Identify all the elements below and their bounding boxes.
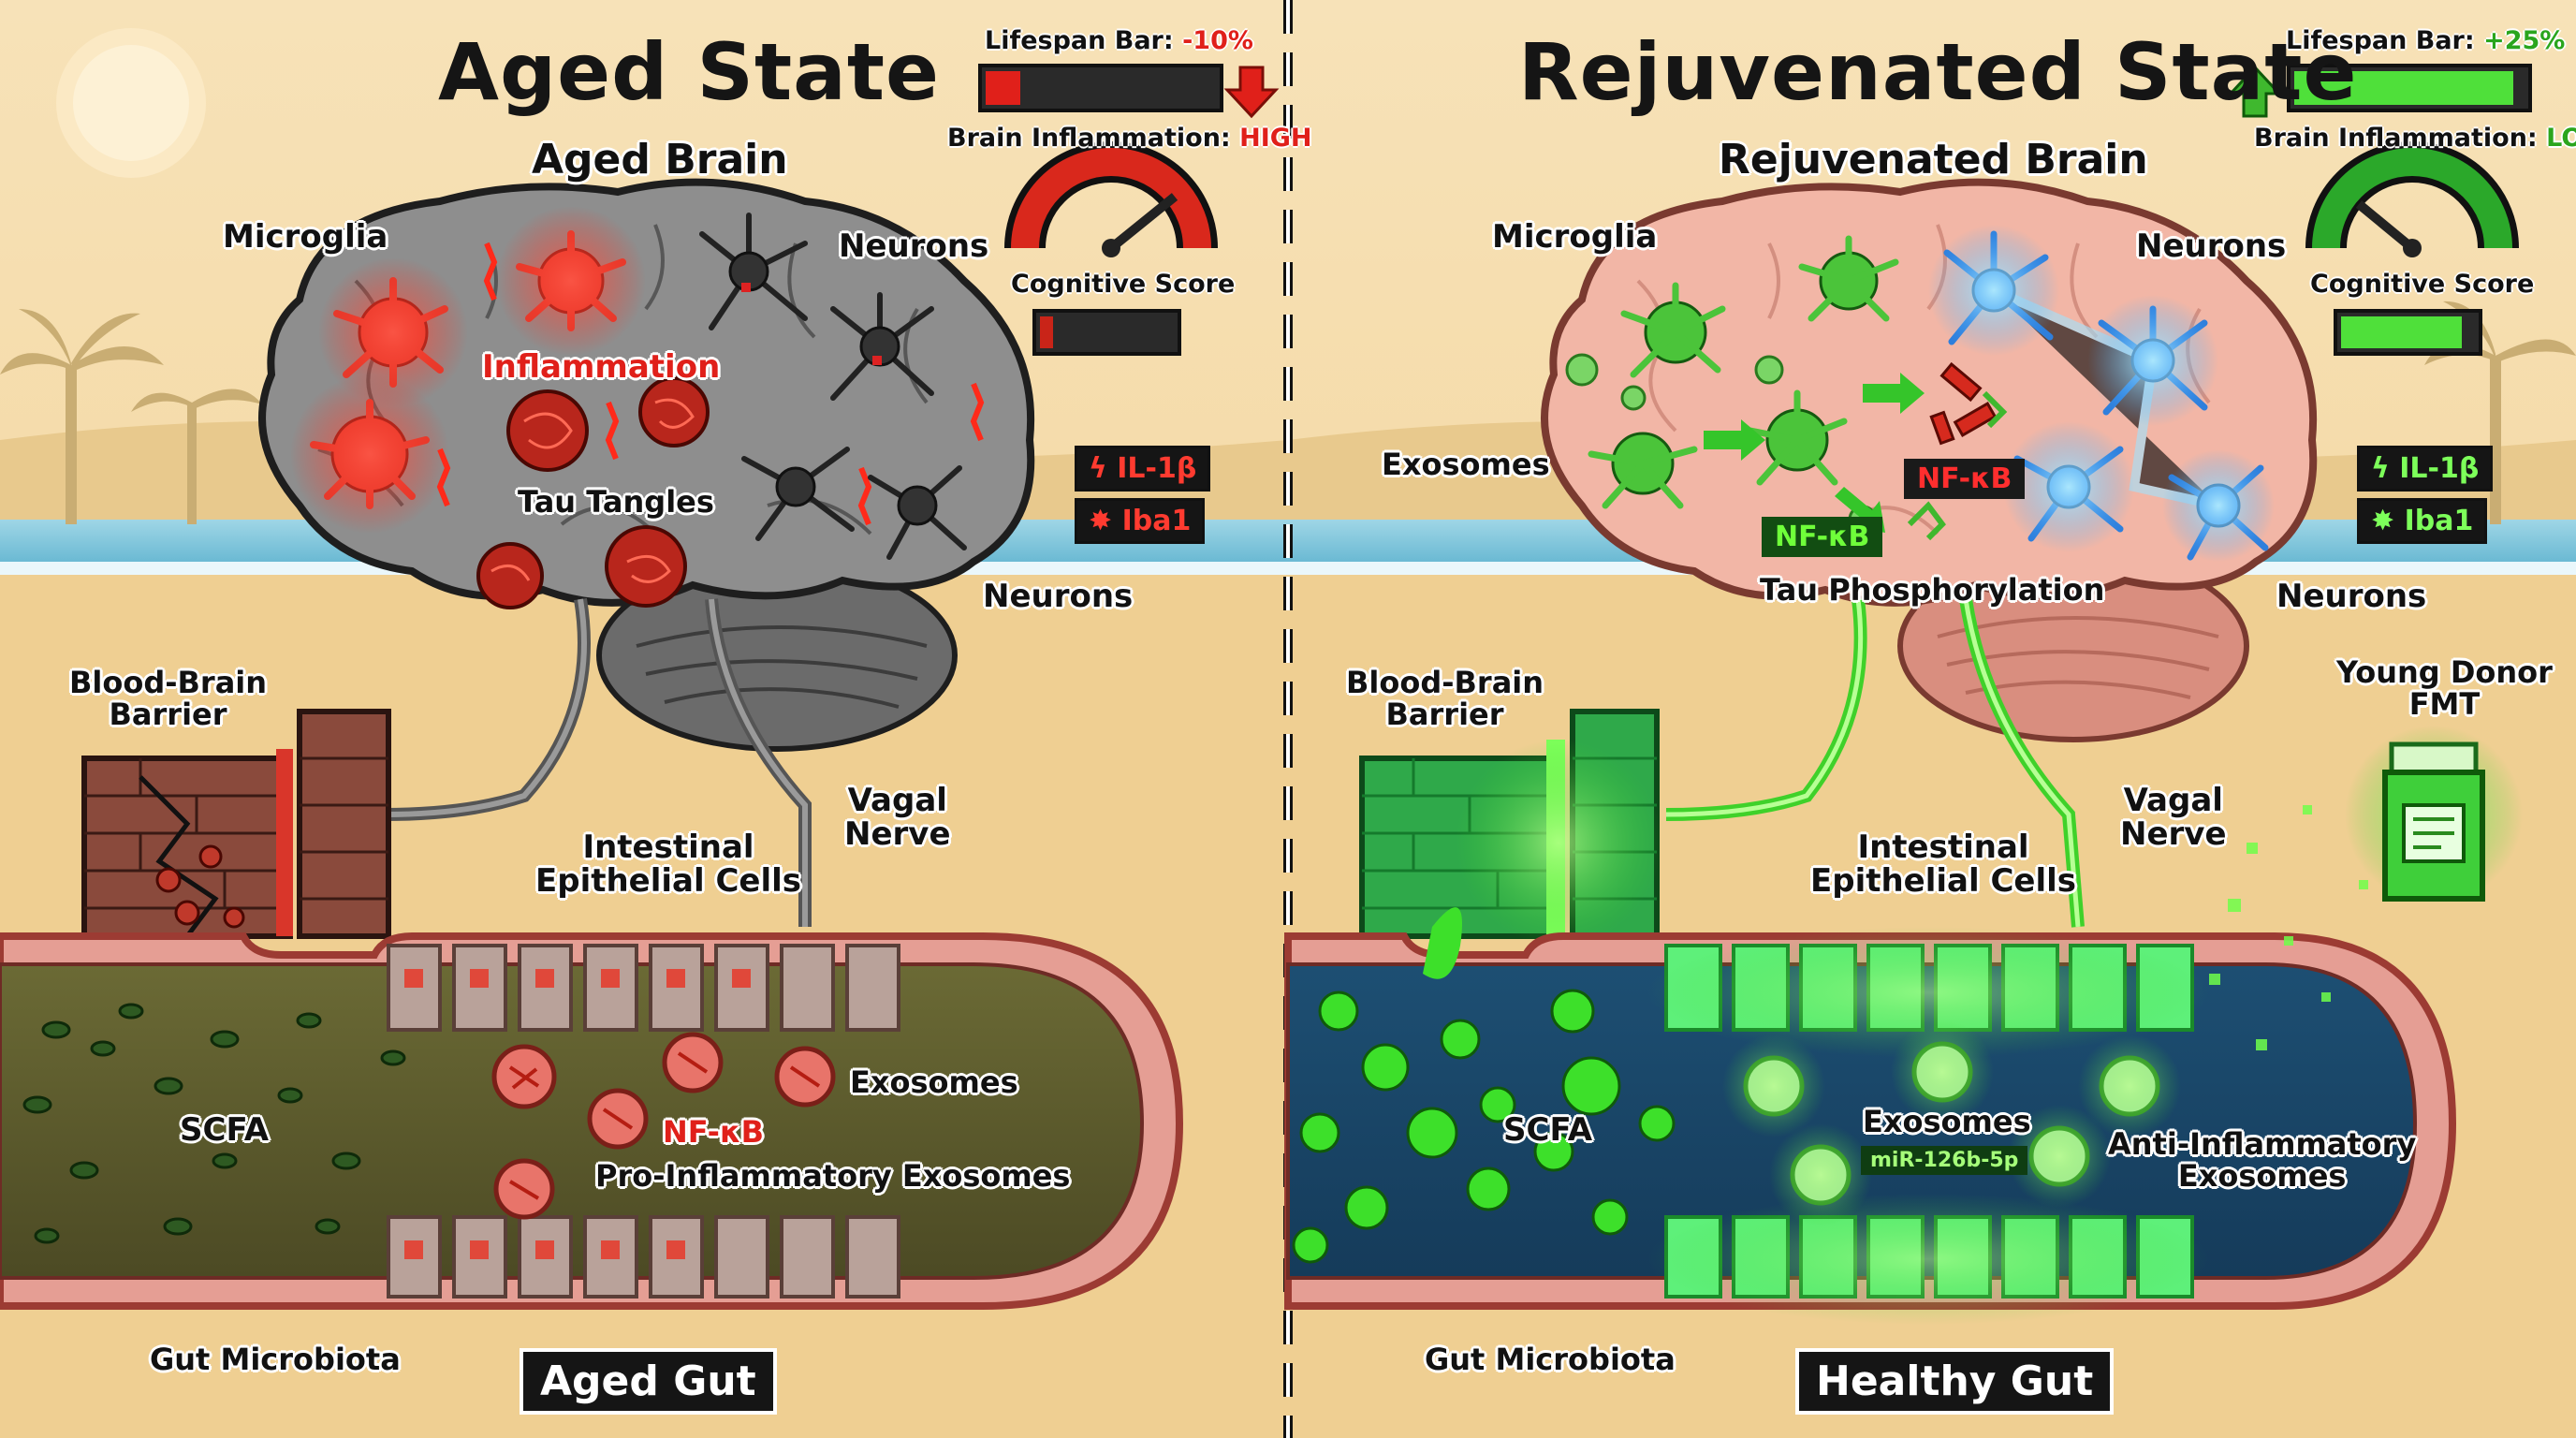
pill-bottle-icon <box>2345 726 2523 903</box>
aged-brain-title: Aged Brain <box>532 136 788 183</box>
healthy-microbiota-label: Gut Microbiota <box>1425 1342 1676 1377</box>
lightning-icon: ϟ <box>1089 452 1107 485</box>
mirna-label: miR-126b-5p <box>1861 1146 2028 1175</box>
healthy-gut-badge: Healthy Gut <box>1795 1348 2115 1415</box>
healthy-microglia-label: Microglia <box>1492 218 1658 256</box>
healthy-nfkb-label-1: NF-κB <box>1904 459 2026 499</box>
arrow-down-icon <box>1223 66 1280 119</box>
healthy-inflammation-value: LOW <box>2546 124 2576 153</box>
healthy-brain-title: Rejuvenated Brain <box>1719 136 2148 183</box>
aged-tau-label: Tau Tangles <box>518 484 714 520</box>
microglia-icon: ✸ <box>1089 505 1113 537</box>
aged-microbiota-label: Gut Microbiota <box>150 1342 401 1377</box>
aged-pro-exosomes-label: Pro-Inflammatory Exosomes <box>595 1158 1071 1194</box>
aged-neurons-bottom-label: Neurons <box>983 578 1134 615</box>
aged-cognitive-label: Cognitive Score <box>1011 270 1236 299</box>
tau-tangle-icon <box>476 376 710 609</box>
gauge-icon <box>1004 141 1218 257</box>
healthy-neurons-top-label: Neurons <box>2136 227 2287 265</box>
aged-lifespan-value: -10% <box>1182 26 1253 55</box>
aged-inflammation-text: Inflammation <box>482 348 721 386</box>
healthy-tau-label: Tau Phosphorylation <box>1760 572 2105 608</box>
aged-title: Aged State <box>438 26 940 118</box>
aged-scfa-label: SCFA <box>180 1111 270 1149</box>
healthy-iba1-chip: ✸ Iba1 <box>2357 498 2488 544</box>
aged-il1b-chip: ϟ IL-1β <box>1075 446 1211 492</box>
microglia-icon: ✸ <box>2371 505 2395 537</box>
gauge-icon <box>2305 141 2519 257</box>
healthy-exosomes-label: Exosomes <box>1863 1104 2031 1139</box>
healthy-il1b-chip: ϟ IL-1β <box>2357 446 2494 492</box>
aged-inflammation-value: HIGH <box>1239 124 1312 153</box>
aged-nfkb-label: NF-κB <box>663 1114 765 1150</box>
lightning-icon: ϟ <box>2371 452 2390 485</box>
healthy-lifespan-value: +25% <box>2483 26 2566 55</box>
neuron-icon <box>699 213 967 560</box>
aged-blood-brain-barrier <box>81 709 391 939</box>
aged-cognitive-bar <box>1032 309 1181 356</box>
healthy-neurons-bottom-label: Neurons <box>2276 578 2427 615</box>
aged-exosomes-label: Exosomes <box>850 1064 1018 1100</box>
healthy-lifespan-label: Lifespan Bar: +25% <box>2286 26 2566 55</box>
arrow-up-icon <box>2227 65 2283 118</box>
aged-microglia-label: Microglia <box>223 218 388 256</box>
palm-tree-icon <box>0 309 262 524</box>
aged-gut-badge: Aged Gut <box>520 1348 777 1415</box>
aged-iba1-chip: ✸ Iba1 <box>1075 498 1206 544</box>
healthy-inflammation-label: Brain Inflammation: LOW <box>2254 124 2576 153</box>
healthy-cognitive-label: Cognitive Score <box>2310 270 2535 299</box>
aged-inflammation-label: Brain Inflammation: HIGH <box>947 124 1312 153</box>
healthy-exosomes-brain-label: Exosomes <box>1382 447 1550 482</box>
aged-cerebellum <box>596 559 958 752</box>
healthy-scfa-label: SCFA <box>1503 1111 1593 1149</box>
healthy-nfkb-label-2: NF-κB <box>1762 517 1883 557</box>
aged-neurons-top-label: Neurons <box>839 227 989 265</box>
healthy-title: Rejuvenated State <box>1518 26 2358 118</box>
aged-lifespan-label: Lifespan Bar: -10% <box>985 26 1253 55</box>
